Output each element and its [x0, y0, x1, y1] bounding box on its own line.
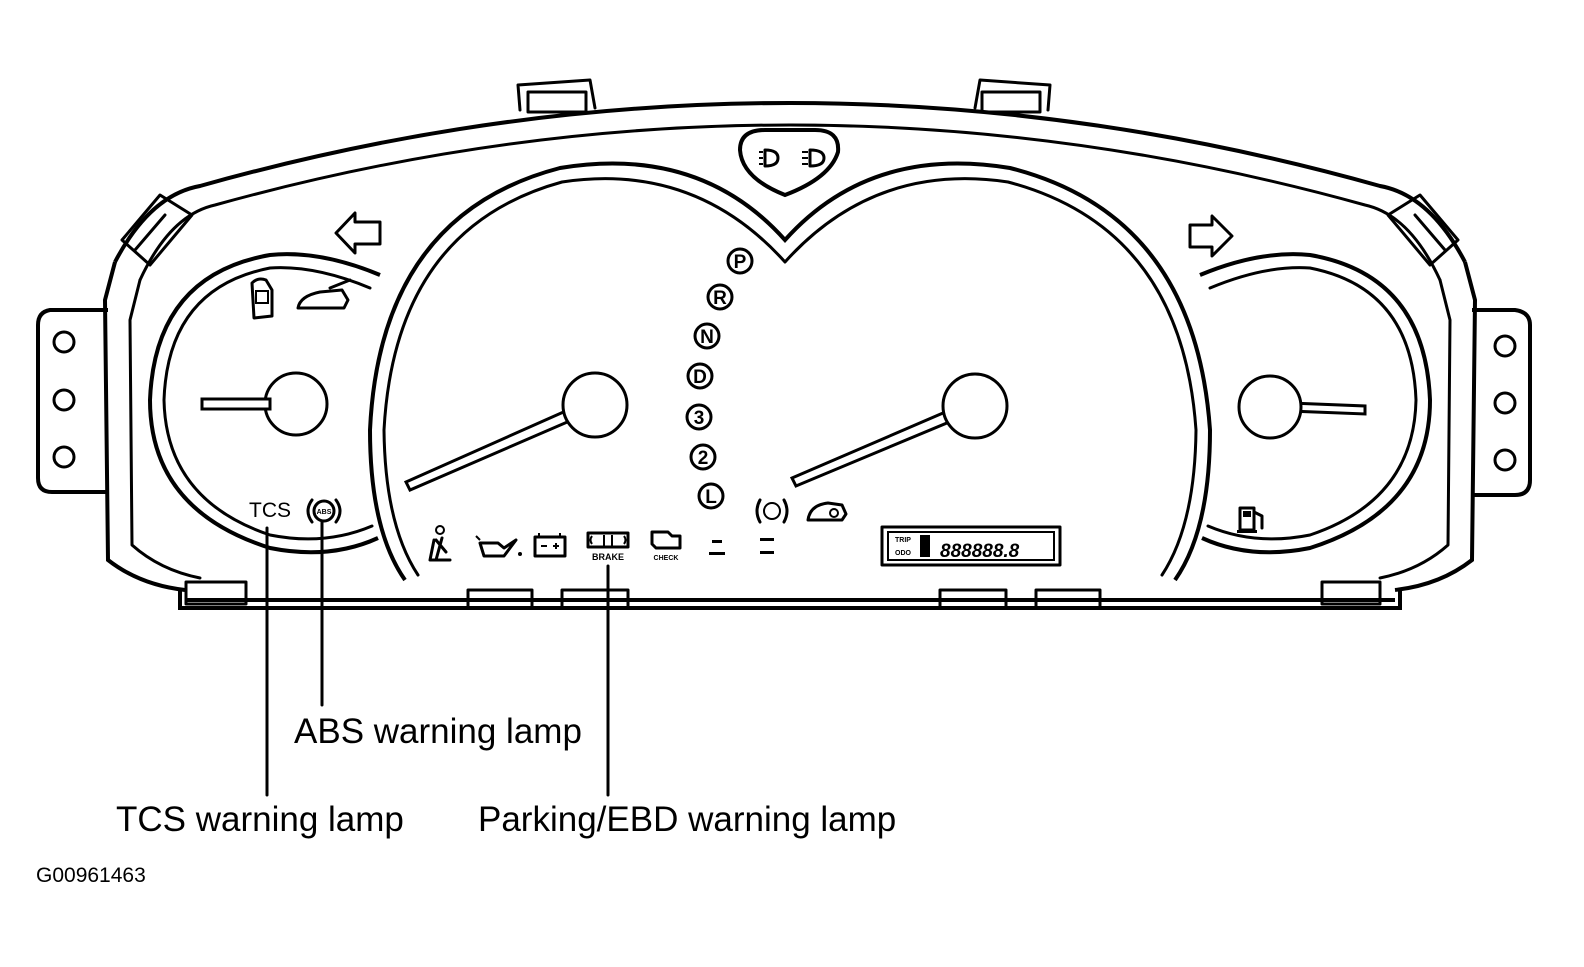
gear-indicator-label: R [713, 288, 727, 309]
odometer-display: TRIP ODO 888888.8 [880, 525, 1062, 567]
abs-warning-lamp: ABS [306, 498, 342, 524]
left-main-dial [403, 371, 629, 492]
figure-code: G00961463 [36, 864, 146, 887]
seat-belt-icon [428, 525, 452, 562]
left-gauge-hub [263, 371, 329, 437]
gear-indicator-label: 2 [698, 448, 709, 469]
gear-indicator-label: D [693, 367, 707, 388]
odometer-odo-label: ODO [895, 550, 912, 557]
brake-lamp-text: BRAKE [592, 552, 624, 562]
abs-callout-label: ABS warning lamp [294, 712, 582, 751]
tcs-callout-label: TCS warning lamp [116, 800, 404, 839]
cluster-housing [102, 101, 1478, 610]
vehicle-indicator-icon [806, 501, 848, 522]
right-main-needle [789, 408, 956, 488]
trunk-open-icon [296, 278, 352, 310]
small-indicator-pair-1 [709, 540, 725, 555]
left-mounting-ear [36, 308, 108, 494]
parking-ebd-warning-lamp: BRAKE [586, 531, 630, 562]
gear-indicator-N: N [693, 322, 721, 350]
gear-indicator-P: P [726, 247, 754, 275]
gear-indicator-label: P [734, 252, 747, 273]
engine-power-icon [755, 498, 789, 524]
main-dial-face [367, 161, 1213, 582]
left-main-hub [561, 371, 629, 439]
callout-leaders [265, 520, 610, 797]
gear-indicator-ring [693, 322, 721, 350]
parking-ebd-callout-label: Parking/EBD warning lamp [478, 800, 896, 839]
left-gauge-needle [200, 397, 272, 411]
low-beam-icon [759, 148, 780, 168]
right-turn-signal-icon [1188, 214, 1234, 258]
gear-indicator-ring [697, 482, 725, 510]
fuel-pump-icon [1237, 506, 1264, 533]
gear-indicator-ring [689, 443, 717, 471]
high-beam-icon [802, 148, 826, 168]
gear-indicator-R: R [706, 283, 734, 311]
headlight-indicator-pod [737, 128, 841, 198]
right-main-hub [941, 372, 1009, 440]
left-main-needle [403, 407, 574, 492]
gear-indicator-label: 3 [694, 408, 705, 429]
gear-indicator-3: 3 [685, 403, 713, 431]
gear-indicator-label: L [705, 487, 717, 508]
warning-lamp-row: BRAKE CHECK [428, 498, 848, 562]
left-turn-signal-icon [334, 211, 382, 255]
gear-indicator-ring [685, 403, 713, 431]
gear-indicator-2: 2 [689, 443, 717, 471]
gear-indicator-L: L [697, 482, 725, 510]
right-main-dial [789, 372, 1009, 488]
odometer-trip-label: TRIP [895, 537, 911, 544]
gear-indicator-ring [706, 283, 734, 311]
oil-pressure-icon [475, 535, 522, 558]
tcs-lamp-label: TCS [249, 499, 291, 522]
gear-indicator-ring [686, 362, 714, 390]
gear-indicator-D: D [686, 362, 714, 390]
gear-indicator-ring [726, 247, 754, 275]
right-mounting-ear [1472, 308, 1532, 497]
odometer-digits: 888888.8 [940, 541, 1020, 562]
battery-icon [533, 533, 567, 558]
small-indicator-pair-2 [760, 538, 774, 554]
left-gauge: TCS ABS [147, 252, 381, 555]
housing-clips [120, 78, 1460, 610]
gear-indicator-label: N [700, 327, 714, 348]
right-gauge-hub [1237, 374, 1303, 440]
right-gauge [1199, 252, 1433, 555]
abs-lamp-text: ABS [317, 509, 332, 516]
check-lamp-text: CHECK [654, 555, 679, 562]
check-engine-icon: CHECK [650, 530, 682, 562]
door-open-icon [250, 277, 274, 320]
